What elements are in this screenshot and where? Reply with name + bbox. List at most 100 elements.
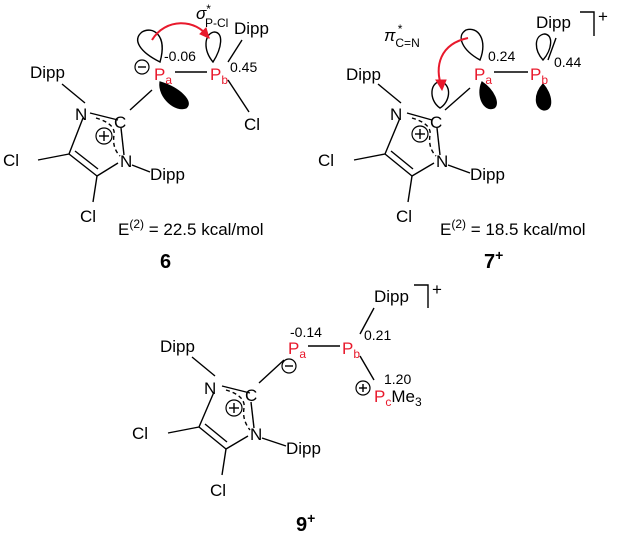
charge-pc: 1.20 — [384, 371, 411, 387]
charge-pb: 0.45 — [230, 59, 257, 75]
dipp-n3: Dipp — [286, 439, 321, 458]
dipp-n1: Dipp — [30, 63, 65, 82]
bond-c2-pa — [444, 87, 471, 111]
atom-pb: Pb — [210, 65, 228, 87]
charge-pa: 0.24 — [488, 48, 515, 64]
bond-pb-cl — [227, 79, 250, 113]
minus-charge-pa — [134, 59, 150, 75]
bond-c4-c5 — [384, 153, 413, 177]
delocalization-dash — [411, 117, 437, 157]
plus-charge-ring — [411, 125, 429, 143]
bond-c4-cl — [92, 175, 98, 203]
atom-n1: N — [390, 105, 402, 124]
bond-n1-dipp — [191, 356, 216, 377]
atom-n3: N — [120, 152, 132, 171]
delocalization-dash — [225, 389, 251, 431]
pa-lobe-top — [460, 28, 484, 61]
atom-pb: Pb — [342, 339, 360, 361]
bond-c4-c5-double — [74, 150, 99, 170]
bond-n3-dipp — [447, 164, 471, 174]
bond-c4-cl — [221, 448, 227, 476]
bond-c5-cl — [353, 153, 386, 161]
bracket-charge: + — [432, 280, 442, 299]
orbital-label-sigma-star: σ*P-Cl — [196, 2, 228, 30]
structure-6: N C N Pa Pb Dipp Cl Cl Dipp Dipp Cl -0.0… — [3, 2, 269, 273]
bond-c4-c5 — [68, 153, 98, 177]
bracket-charge: + — [598, 7, 608, 26]
bond-n1-c5 — [198, 391, 215, 428]
atom-n3: N — [250, 425, 262, 444]
bond-n1-c5 — [384, 117, 401, 155]
charge-pb: 0.44 — [554, 54, 581, 70]
pa-empty-lobe — [137, 29, 163, 64]
bond-pb-dipp — [359, 307, 375, 335]
pb-lobe-top — [535, 33, 552, 62]
charge-bracket — [414, 284, 429, 308]
bond-n3-c2 — [120, 127, 125, 156]
cl-pb: Cl — [244, 115, 260, 134]
bond-c2-pa — [258, 359, 285, 384]
donation-arrowhead — [435, 79, 447, 92]
bond-n1-c5 — [68, 117, 84, 155]
dipp-n3: Dipp — [150, 165, 185, 184]
dipp-pb: Dipp — [234, 19, 269, 38]
atom-pc: PcMe3 — [374, 387, 422, 409]
atom-pa: Pa — [288, 339, 306, 361]
bond-n1-c2 — [406, 112, 433, 121]
energy-7: E(2) = 18.5 kcal/mol — [440, 217, 586, 239]
atom-c2: C — [114, 113, 126, 132]
cl-c5: Cl — [3, 151, 19, 170]
bond-n3-dipp — [131, 164, 151, 173]
atom-n1: N — [204, 379, 216, 398]
pb-sigma-lobe — [205, 31, 222, 64]
bond-n1-dipp — [61, 83, 86, 104]
bond-c4-c5-double — [390, 150, 414, 170]
pa-lone-pair-lobe — [159, 81, 189, 110]
structure-7: N C N Pa Pb Dipp Cl Cl Dipp Dipp 0.24 0.… — [318, 7, 608, 273]
compound-label-7: 7+ — [484, 247, 503, 273]
atom-pb: Pb — [530, 65, 548, 87]
dipp-pb: Dipp — [374, 287, 409, 306]
dipp-n1: Dipp — [160, 337, 195, 356]
bond-c4-n3 — [225, 435, 249, 450]
charge-pb: 0.21 — [364, 327, 391, 343]
orbital-label-pi-star: πC=N* — [384, 22, 420, 50]
energy-6: E(2) = 22.5 kcal/mol — [118, 217, 264, 239]
compound-label-9: 9+ — [296, 510, 315, 536]
atom-c2: C — [245, 386, 257, 405]
bond-c5-cl — [167, 426, 200, 434]
bond-c4-cl — [407, 175, 413, 203]
compound-label-6: 6 — [160, 251, 171, 273]
atom-pa: Pa — [474, 65, 492, 87]
pb-lobe-bottom — [535, 83, 552, 111]
bond-pb-dipp — [547, 37, 557, 61]
charge-bracket — [580, 11, 595, 36]
atom-n3: N — [436, 152, 448, 171]
bond-n3-c2 — [250, 401, 255, 429]
dipp-n3: Dipp — [470, 165, 505, 184]
bond-n1-dipp — [377, 83, 402, 104]
pa-lone-pair-lobe — [479, 81, 497, 110]
minus-charge-pa — [281, 358, 297, 374]
plus-charge-pc — [355, 380, 371, 396]
bond-n3-c2 — [436, 127, 441, 156]
atom-n1: N — [75, 105, 87, 124]
bond-c4-c5-double — [204, 423, 228, 443]
bond-c4-n3 — [96, 162, 119, 177]
charge-pa: -0.06 — [164, 48, 196, 64]
bond-n1-c2 — [89, 112, 119, 121]
bond-c2-pa — [129, 89, 153, 111]
bond-pb-dipp — [227, 39, 243, 63]
plus-charge-ring — [95, 127, 113, 145]
bond-n1-c2 — [221, 385, 251, 394]
bond-c5-cl — [37, 153, 70, 161]
delocalization-dash — [95, 117, 121, 157]
cl-c4: Cl — [396, 207, 412, 226]
bond-n3-dipp — [261, 437, 287, 447]
bond-c4-n3 — [411, 162, 435, 177]
cl-c4: Cl — [210, 481, 226, 500]
dipp-n1: Dipp — [346, 65, 381, 84]
bond-pb-pc — [359, 355, 375, 381]
cl-c5: Cl — [318, 151, 334, 170]
